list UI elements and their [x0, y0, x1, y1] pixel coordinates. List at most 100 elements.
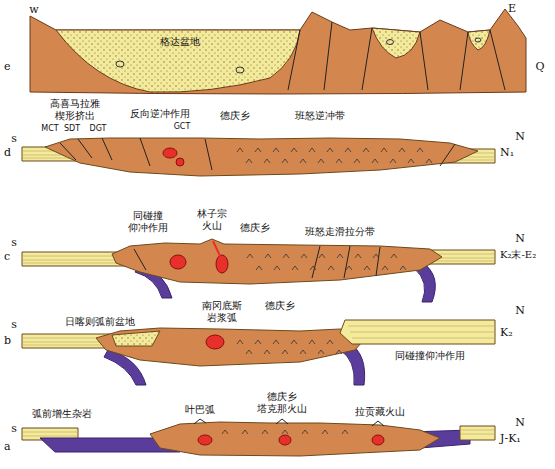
feature-label: 塔克那火山 [257, 403, 307, 415]
caret-mark [302, 430, 308, 434]
section-shape [194, 419, 384, 426]
section-shape [22, 432, 78, 436]
fault-label: DGT [90, 124, 107, 134]
caret-mark [291, 148, 297, 152]
caret-mark [328, 266, 334, 270]
section-shape [468, 30, 490, 50]
panel-letter: e [4, 60, 11, 73]
caret-mark [363, 148, 369, 152]
caret-mark [342, 430, 348, 434]
section-shape [362, 28, 372, 90]
section-shape [134, 249, 146, 270]
section-shape [279, 435, 291, 445]
section-shape [247, 254, 406, 270]
feature-label: 反向逆冲作用 [130, 108, 190, 120]
caret-mark [256, 266, 262, 270]
section-shape [372, 28, 420, 58]
caret-mark [318, 350, 324, 354]
caret-mark [246, 159, 252, 163]
panel-a-section [22, 419, 495, 456]
direction-letter: w [29, 3, 38, 16]
caret-mark [319, 254, 325, 258]
section-shape [30, 9, 526, 94]
caret-mark [292, 266, 298, 270]
section-shape [206, 335, 224, 349]
caret-mark [345, 148, 351, 152]
caret-mark [300, 159, 306, 163]
fault-label: GCT [174, 122, 191, 132]
caret-mark [264, 350, 270, 354]
feature-label: 南冈底斯 岩浆弧 [202, 300, 242, 324]
section-shape [163, 148, 177, 158]
caret-mark [262, 430, 268, 434]
caret-mark [408, 159, 414, 163]
section-shape [216, 255, 228, 273]
caret-mark [264, 159, 270, 163]
direction-letter: N [515, 232, 525, 245]
period-label: Q [535, 60, 544, 73]
basin-label: 格达盆地 [160, 36, 200, 48]
caret-mark [309, 148, 315, 152]
period-label: K₂末-E₂ [500, 249, 536, 261]
caret-mark [255, 340, 261, 344]
panel-letter: b [4, 334, 11, 347]
panel-c-section [22, 239, 495, 302]
direction-letter: s [11, 132, 17, 145]
caret-mark [246, 350, 252, 354]
feature-label: 弧前增生杂岩 [32, 408, 92, 420]
caret-mark [273, 340, 279, 344]
feature-label: 拉贡藏火山 [355, 406, 405, 418]
caret-mark [399, 148, 405, 152]
caret-mark [391, 254, 397, 258]
section-shape [112, 239, 442, 284]
section-shape [312, 246, 320, 278]
caret-mark [242, 430, 248, 434]
caret-mark [336, 350, 342, 354]
caret-mark [282, 350, 288, 354]
caret-mark [337, 254, 343, 258]
caret-mark [237, 148, 243, 152]
section-shape [372, 435, 384, 445]
feature-label: 日喀则弧前盆地 [65, 316, 135, 328]
place-label: 德庆乡 [220, 110, 250, 122]
caret-mark [354, 159, 360, 163]
caret-mark [346, 266, 352, 270]
caret-mark [273, 148, 279, 152]
caret-mark [426, 159, 432, 163]
section-shape [237, 148, 432, 163]
section-shape [222, 430, 348, 434]
caret-mark [291, 340, 297, 344]
caret-mark [301, 254, 307, 258]
caret-mark [309, 340, 315, 344]
section-shape [112, 331, 160, 346]
caret-mark [355, 254, 361, 258]
caret-mark [336, 159, 342, 163]
section-shape [460, 32, 468, 90]
section-shape [376, 247, 380, 276]
feature-label: 叶巴弧 [185, 404, 215, 416]
period-label: N₁ [500, 146, 514, 159]
panel-b-section [22, 320, 495, 385]
caret-mark [381, 148, 387, 152]
section-shape [237, 340, 342, 354]
section-shape [205, 139, 212, 170]
section-shape [236, 67, 244, 73]
panel-e-terrain [30, 9, 526, 94]
section-shape [348, 326, 495, 338]
period-label: K₂ [500, 326, 513, 339]
direction-letter: N [515, 130, 525, 143]
section-shape [344, 246, 350, 278]
caret-mark [400, 266, 406, 270]
caret-mark [318, 159, 324, 163]
section-shape [170, 255, 186, 269]
section-shape [60, 138, 455, 170]
caret-mark [274, 266, 280, 270]
section-shape [387, 40, 394, 45]
panel-d-section [22, 138, 495, 176]
feature-label: 林子宗 火山 [197, 208, 227, 232]
section-shape [198, 435, 212, 445]
caret-mark [373, 254, 379, 258]
panel-letter: a [4, 440, 11, 453]
section-shape [475, 38, 481, 42]
direction-letter: N [515, 416, 525, 429]
